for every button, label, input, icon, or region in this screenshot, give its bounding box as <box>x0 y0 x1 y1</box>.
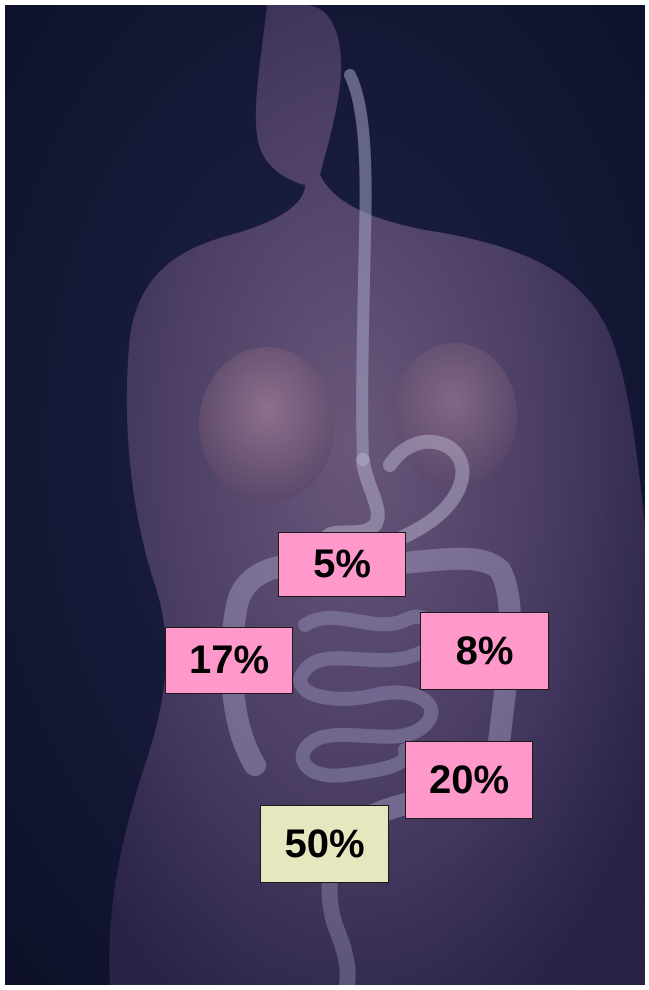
anatomy-illustration: 5% 17% 8% 20% 50% <box>5 5 645 985</box>
stomach-percentage-label: 5% <box>278 532 406 597</box>
ascending-colon-percentage-label: 17% <box>165 627 293 694</box>
descending-colon-percentage-label: 20% <box>405 741 533 819</box>
rectum-percentage-label: 50% <box>260 805 389 883</box>
left-breast <box>199 347 335 503</box>
transverse-colon-percentage-label: 8% <box>420 612 549 690</box>
